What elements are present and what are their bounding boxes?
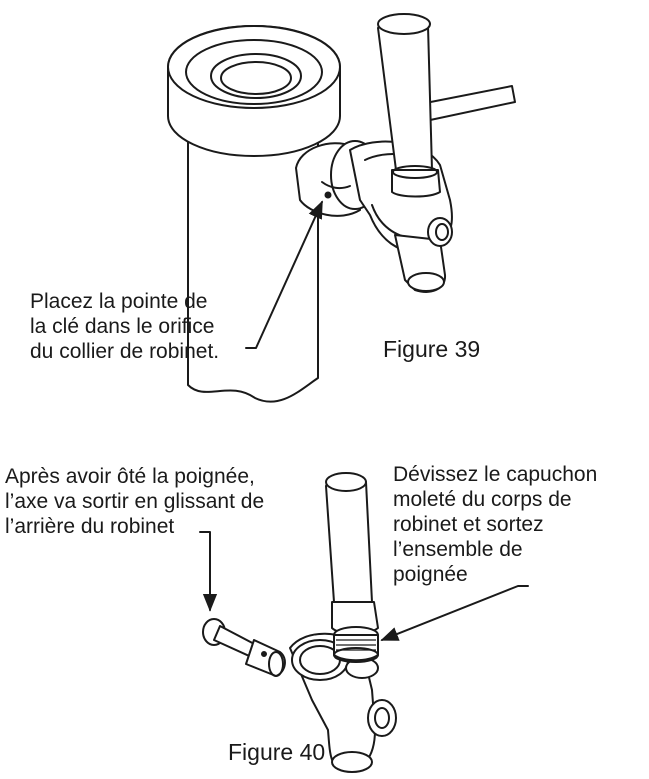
callout-text-fig39: Placez la pointe de la clé dans le orifi… <box>30 289 219 364</box>
callout-text-fig40-right: Dévissez le capuchon moleté du corps de … <box>393 462 597 587</box>
callout-line: la clé dans le orifice <box>30 315 215 338</box>
callout-line: robinet et sortez <box>393 513 544 536</box>
callout-arrow-fig40-left <box>199 531 218 612</box>
callout-line: moleté du corps de <box>393 488 572 511</box>
callout-line: l’axe va sortir en glissant de <box>5 490 265 513</box>
callout-line: Dévissez le capuchon <box>393 463 598 486</box>
callout-line: poignée <box>393 563 468 586</box>
callout-text-fig40-left: Après avoir ôté la poignée, l’axe va sor… <box>5 464 264 539</box>
faucet-assembly-fig39 <box>295 13 516 293</box>
figure-caption-40: Figure 40 <box>228 739 326 765</box>
callout-line: l’arrière du robinet <box>5 515 175 538</box>
handle-assembly-fig40 <box>325 472 379 663</box>
callout-line: l’ensemble de <box>393 538 523 561</box>
axle-pin-fig40 <box>202 618 286 677</box>
figure-caption-39: Figure 39 <box>383 336 481 362</box>
callout-line: du collier de robinet. <box>30 340 220 363</box>
callout-arrow-fig39 <box>245 200 323 349</box>
callout-arrow-fig40-right <box>380 585 529 641</box>
callout-line: Placez la pointe de <box>30 290 208 313</box>
callout-line: Après avoir ôté la poignée, <box>5 465 255 488</box>
keg-tower-column <box>167 25 341 403</box>
